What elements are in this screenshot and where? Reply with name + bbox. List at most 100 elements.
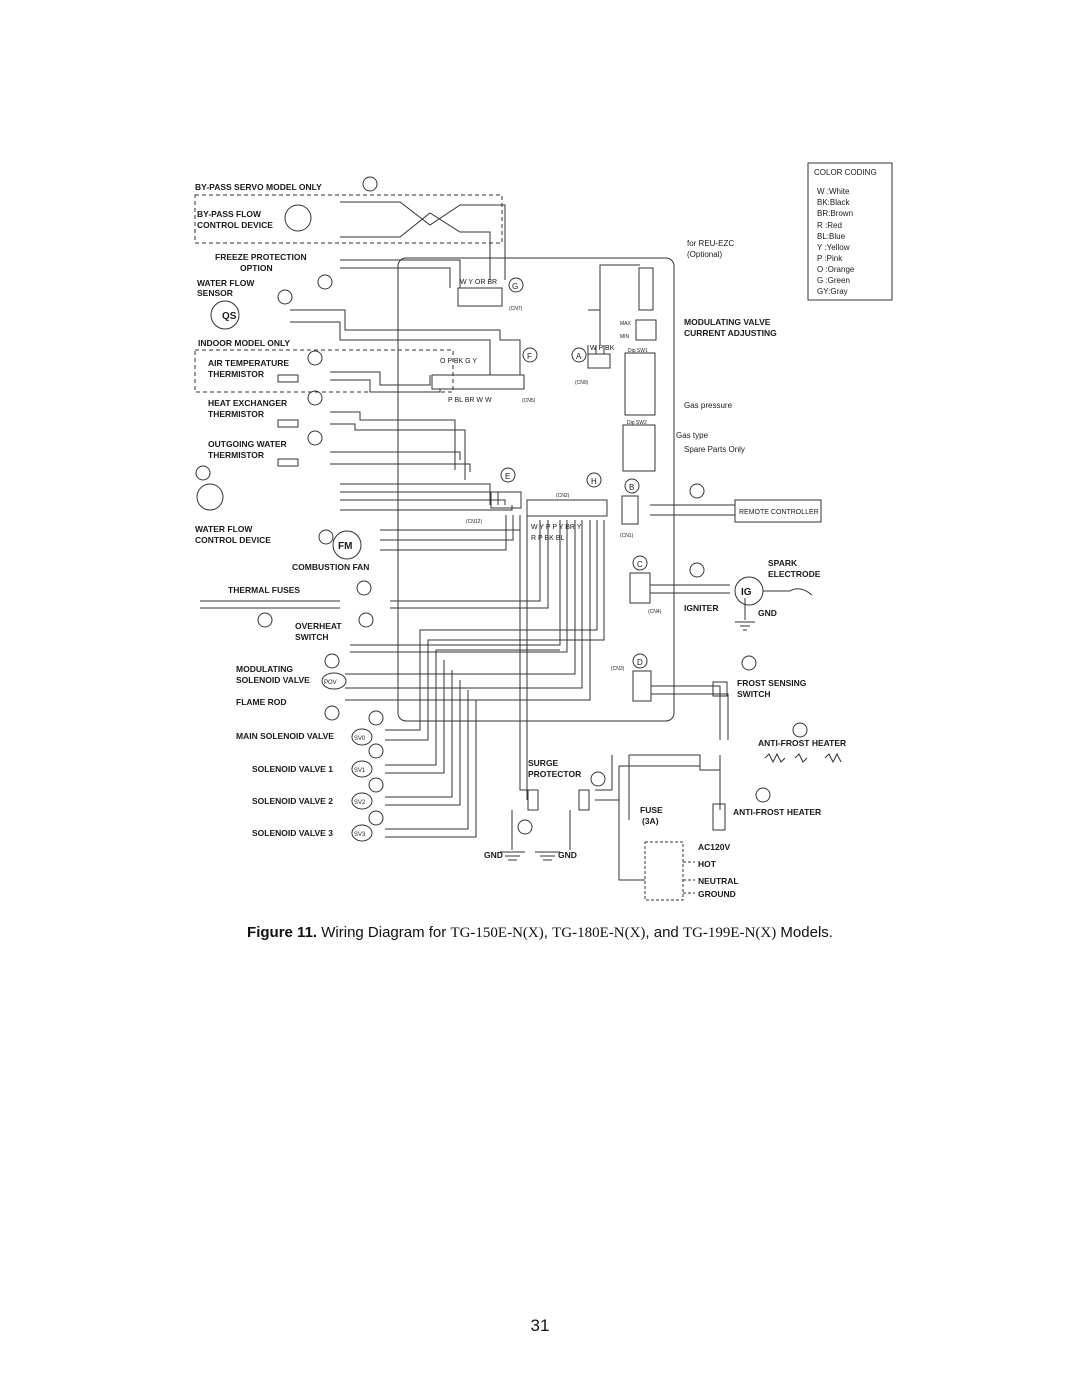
figure-caption: Figure 11. Wiring Diagram for TG-150E-N(… <box>0 924 1080 942</box>
overheat-switch-label-2: SWITCH <box>295 632 329 642</box>
conn-letter-b: B <box>629 483 634 492</box>
hex-thermistor-element <box>277 419 299 428</box>
outgoing-thermistor-element <box>277 458 299 467</box>
igniter-gnd-label: GND <box>758 608 777 618</box>
cn2-connector <box>526 499 608 517</box>
caption-label: Figure 11. <box>247 924 318 941</box>
qs-sensor-symbol <box>210 300 240 330</box>
color-entry: W :White <box>817 187 850 196</box>
cn9-connector <box>587 353 611 369</box>
wf-control-label-2: CONTROL DEVICE <box>195 535 271 545</box>
conn-letter-e: E <box>505 472 510 481</box>
cn7-colors: W Y OR BR <box>460 279 497 286</box>
outgoing-water-label-2: THERMISTOR <box>208 450 264 460</box>
page-number: 31 <box>530 1316 550 1335</box>
conn-letter-a: A <box>576 352 582 361</box>
reu-ezc-label-1: for REU-EZC <box>687 239 734 248</box>
sv2-valve-symbol <box>351 792 373 810</box>
cn5-bottom-colors: P BL BR W W <box>448 397 492 404</box>
dip-sw1-block <box>624 352 656 416</box>
mod-solenoid-label-1: MODULATING <box>236 664 293 674</box>
surge-protector-label-1: SURGE <box>528 758 559 768</box>
dip-sw2-label: Dip SW2 <box>627 420 647 426</box>
cn9-colors: W P BK <box>590 345 615 352</box>
solenoid-3-label: SOLENOID VALVE 3 <box>252 828 333 838</box>
surge-protector-left <box>527 789 539 811</box>
color-coding-legend: COLOR CODING W :White BK:Black BR:Brown … <box>814 168 877 296</box>
air-temp-label-2: THERMISTOR <box>208 369 264 379</box>
cn3-tag: (CN3) <box>611 666 625 672</box>
gas-type-label: Gas type <box>676 431 709 440</box>
pov-valve-symbol <box>321 672 347 690</box>
flame-rod-label: FLAME ROD <box>236 697 287 707</box>
power-plug <box>644 841 684 901</box>
connector-letter-circles <box>195 176 808 835</box>
color-entry: Y :Yellow <box>817 243 850 252</box>
color-coding-box <box>807 162 893 301</box>
cn7-tag: (CN7) <box>509 306 523 312</box>
surge-protector-right <box>578 789 590 811</box>
caption-sep-1: , <box>543 924 553 941</box>
cn2-bottom-colors: R P BK BL <box>531 535 564 542</box>
min-label: MIN <box>620 334 630 340</box>
hot-label: HOT <box>698 859 717 869</box>
freeze-protection-label-2: OPTION <box>240 263 273 273</box>
conn-letter-d: D <box>637 658 643 667</box>
current-adjust-pot <box>635 319 657 341</box>
igniter-label: IGNITER <box>684 603 718 613</box>
bypass-motor-symbol <box>284 204 312 232</box>
sv3-valve-symbol <box>351 824 373 842</box>
color-entry: BK:Black <box>817 198 850 207</box>
cn5-top-colors: O P BK G Y <box>440 358 477 365</box>
gnd-label-left: GND <box>484 850 503 860</box>
pov-tag: POV <box>324 680 337 686</box>
caption-pre: Wiring Diagram for <box>317 924 451 941</box>
sv0-tag: SV0 <box>354 736 366 742</box>
air-temp-label-1: AIR TEMPERATURE <box>208 358 289 368</box>
thermal-fuses-label: THERMAL FUSES <box>228 585 300 595</box>
conn-letter-h: H <box>591 477 597 486</box>
sv2-tag: SV2 <box>354 800 366 806</box>
conn-letter-g: G <box>512 282 518 291</box>
spare-parts-label: Spare Parts Only <box>684 445 745 454</box>
surge-protector-label-2: PROTECTOR <box>528 769 581 779</box>
ig-label: IG <box>741 587 752 598</box>
caption-post: Models. <box>776 924 833 941</box>
ground-label: GROUND <box>698 889 736 899</box>
combustion-fan-label: COMBUSTION FAN <box>292 562 369 572</box>
bypass-servo-title: BY-PASS SERVO MODEL ONLY <box>195 182 322 192</box>
gas-pressure-label: Gas pressure <box>684 401 733 410</box>
remote-controller-box <box>734 499 822 523</box>
indoor-model-box <box>194 349 454 393</box>
bypass-servo-box <box>194 194 503 244</box>
overheat-switch-label-1: OVERHEAT <box>295 621 342 631</box>
dip-sw1-label: Dip SW1 <box>628 348 648 354</box>
thermal-fuse-wires <box>200 600 340 609</box>
fan-motor-symbol <box>332 530 362 560</box>
cn1-tag: (CN1) <box>620 533 634 539</box>
hex-thermistor-label-2: THERMISTOR <box>208 409 264 419</box>
fuse-label-2: (3A) <box>642 816 659 826</box>
spark-electrode-label-2: ELECTRODE <box>768 569 821 579</box>
water-flow-sensor-label-1: WATER FLOW <box>197 278 255 288</box>
water-flow-motor-symbol <box>196 483 224 511</box>
water-flow-sensor-label-2: SENSOR <box>197 288 233 298</box>
color-entry: BR:Brown <box>817 209 853 218</box>
cn12-tag: (CN12) <box>466 519 482 525</box>
spark-electrode-label-1: SPARK <box>768 558 798 568</box>
solenoid-1-label: SOLENOID VALVE 1 <box>252 764 333 774</box>
conn-letter-f: F <box>527 352 532 361</box>
sv0-valve-symbol <box>351 728 373 746</box>
indoor-model-only-label: INDOOR MODEL ONLY <box>198 338 290 348</box>
cn7-connector <box>457 287 503 307</box>
air-thermistor-element <box>277 374 299 383</box>
cn5-connector <box>431 374 525 390</box>
mod-solenoid-label-2: SOLENOID VALVE <box>236 675 310 685</box>
cn3-connector <box>632 670 652 702</box>
wf-control-label-1: WATER FLOW <box>195 524 253 534</box>
fm-label: FM <box>338 541 352 552</box>
cn2-top-colors: W Y P P Y BR Y <box>531 524 582 531</box>
caption-sep-2: , and <box>645 924 683 941</box>
mod-valve-current-label-2: CURRENT ADJUSTING <box>684 328 777 338</box>
anti-frost-heater-2-element <box>712 803 726 831</box>
